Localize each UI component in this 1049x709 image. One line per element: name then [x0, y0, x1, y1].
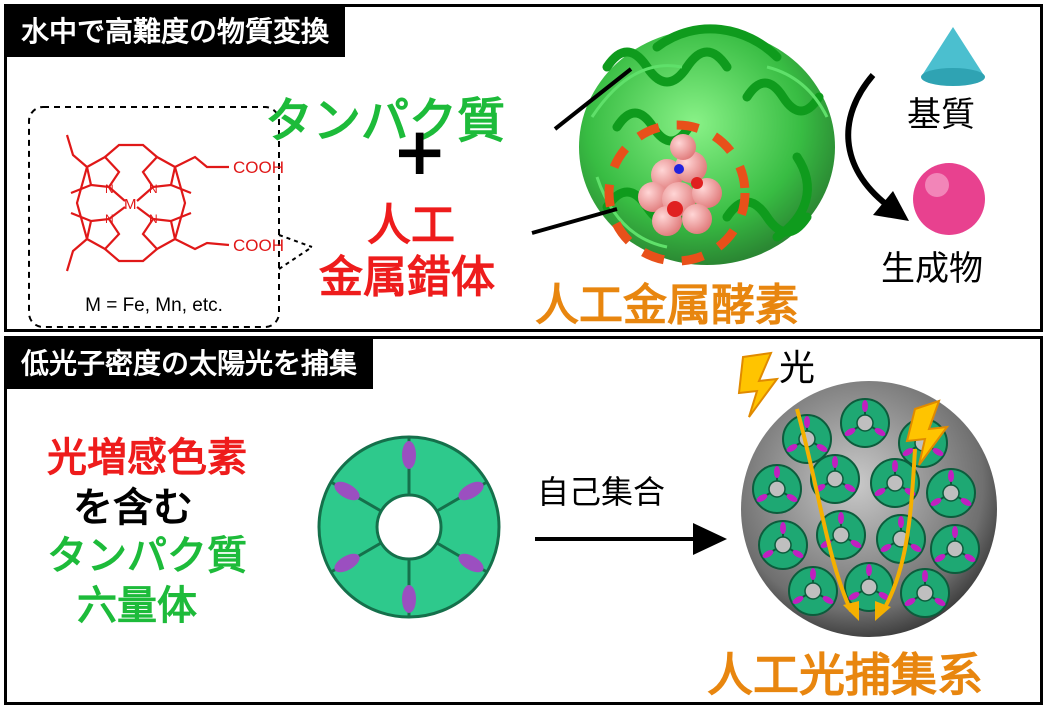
n-label-2: N [149, 182, 158, 196]
metal-complex-spheres [638, 134, 722, 236]
porphyrin-bonds [65, 134, 230, 272]
bottom-graphics [317, 351, 997, 637]
light-harvesting-label: 人工光捕集系 [707, 648, 983, 702]
containing-label: を含む [73, 485, 193, 531]
photosensitizer-label: 光増感色素 [47, 435, 247, 481]
cooh-top-label: COOH [233, 158, 284, 177]
porphyrin-structure: COOH COOH M N N N N M = Fe, Mn, etc. [28, 106, 313, 328]
bottom-panel: 低光子密度の太陽光を捕集 光増感色素 を含む タンパク質 六量体 自己集合 光 … [4, 336, 1043, 705]
complex-label-line2: 金属錯体 [319, 252, 495, 303]
cooh-bottom-label: COOH [233, 236, 284, 255]
substrate-cone-icon [921, 27, 985, 86]
metal-label: M [124, 196, 137, 213]
self-assembly-label: 自己集合 [537, 473, 666, 511]
light-path-1 [795, 408, 853, 612]
top-panel: 水中で高難度の物質変換 [4, 4, 1043, 332]
leader-dotted [278, 246, 313, 270]
n-label-3: N [105, 212, 114, 226]
leader-complex [531, 207, 618, 235]
lightning-icon [737, 351, 780, 418]
active-site-ring [604, 120, 750, 266]
hexamer-label: 六量体 [77, 583, 197, 629]
n-label-1: N [105, 182, 114, 196]
product-sphere-icon [913, 163, 985, 235]
lightning-icon-2 [905, 399, 950, 466]
assembly-arrowhead [693, 523, 727, 555]
product-label: 生成物 [881, 249, 983, 289]
protein-label-bottom: タンパク質 [47, 533, 247, 579]
protein-label: タンパク質 [265, 93, 506, 149]
top-banner: 水中で高難度の物質変換 [7, 7, 346, 57]
substrate-label: 基質 [907, 95, 975, 135]
protein-structure-image [531, 24, 985, 266]
n-label-4: N [149, 212, 158, 226]
hexamer-ring [317, 435, 501, 619]
leader-protein [553, 67, 633, 131]
light-path-2 [881, 448, 917, 612]
metal-caption: M = Fe, Mn, etc. [85, 295, 223, 316]
bottom-banner: 低光子密度の太陽光を捕集 [7, 339, 374, 389]
enzyme-label: 人工金属酵素 [535, 280, 799, 331]
assembled-sphere [741, 381, 997, 637]
dashed-box [28, 106, 280, 328]
leader-dotted-2 [278, 234, 313, 248]
complex-label-line1: 人工 [367, 200, 455, 251]
reaction-arrowhead [873, 191, 909, 221]
light-label: 光 [779, 348, 816, 389]
plus-sign: + [392, 113, 448, 190]
reaction-arrow [845, 73, 889, 208]
